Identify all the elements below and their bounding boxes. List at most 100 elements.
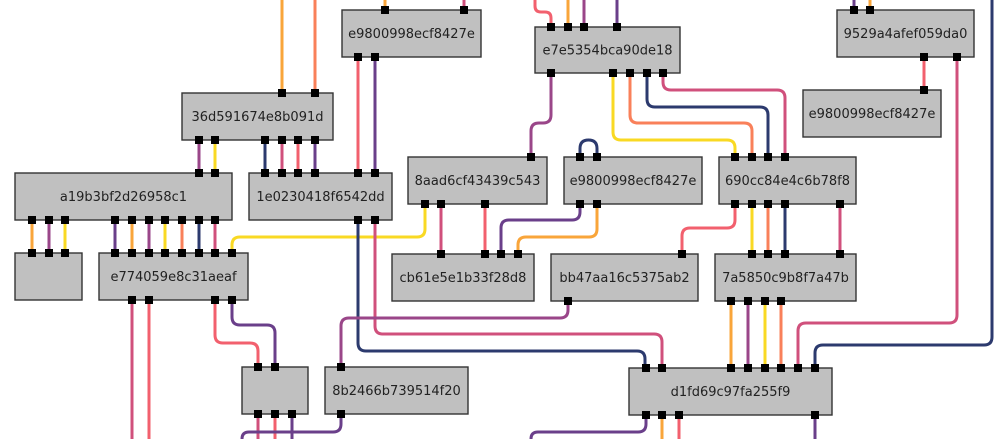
input-port[interactable] [642,364,650,372]
output-port[interactable] [744,297,752,305]
input-port[interactable] [161,249,169,257]
node-box[interactable] [241,366,309,415]
output-port[interactable] [111,216,119,224]
output-port[interactable] [294,136,302,144]
input-port[interactable] [764,153,772,161]
node-box[interactable] [391,253,535,302]
node[interactable]: 7a5850c9b8f7a47b [714,253,857,302]
input-port[interactable] [727,364,735,372]
output-port[interactable] [128,296,136,304]
output-port[interactable] [128,216,136,224]
input-port[interactable] [145,249,153,257]
output-port[interactable] [643,69,651,77]
input-port[interactable] [128,249,136,257]
edge[interactable] [240,414,343,439]
input-port[interactable] [261,169,269,177]
output-port[interactable] [145,216,153,224]
node-box[interactable] [14,252,83,301]
input-port[interactable] [777,364,785,372]
input-port[interactable] [920,86,928,94]
output-port[interactable] [371,53,379,61]
output-port[interactable] [642,411,650,419]
input-port[interactable] [28,249,36,257]
node-box[interactable] [628,367,833,416]
node[interactable]: e7e5354bca90de18 [534,26,681,74]
input-port[interactable] [658,364,666,372]
output-port[interactable] [593,200,601,208]
edge[interactable] [529,73,553,157]
output-port[interactable] [761,297,769,305]
input-port[interactable] [337,363,345,371]
output-port[interactable] [481,200,489,208]
edge[interactable] [796,57,959,368]
input-port[interactable] [195,249,203,257]
input-port[interactable] [271,363,279,371]
node[interactable]: 9529a4afef059da0 [836,9,975,58]
output-port[interactable] [178,216,186,224]
node-unlabeled[interactable] [14,252,83,301]
node[interactable]: e9800998ecf8427e [802,89,942,138]
input-port[interactable] [278,169,286,177]
output-port[interactable] [727,297,735,305]
input-port[interactable] [748,153,756,161]
node-box[interactable] [802,89,942,138]
output-port[interactable] [278,136,286,144]
input-port[interactable] [593,153,601,161]
edge[interactable] [339,300,570,367]
output-port[interactable] [288,410,296,418]
node[interactable]: d1fd69c97fa255f9 [628,367,833,416]
node-box[interactable] [563,156,703,205]
output-port[interactable] [145,296,153,304]
edge[interactable] [356,220,647,368]
input-port[interactable] [195,169,203,177]
input-port[interactable] [211,169,219,177]
node-box[interactable] [550,253,699,302]
input-port[interactable] [613,23,621,31]
input-port[interactable] [866,6,874,14]
input-port[interactable] [211,249,219,257]
input-port[interactable] [744,364,752,372]
edge[interactable] [611,73,737,157]
node-box[interactable] [407,156,548,205]
node[interactable]: 690cc84e4c6b78f8 [718,156,857,205]
input-port[interactable] [311,169,319,177]
node-box[interactable] [181,92,334,141]
input-port[interactable] [460,6,468,14]
input-port[interactable] [228,249,236,257]
edge[interactable] [213,300,260,367]
node[interactable]: e9800998ecf8427e [341,9,482,58]
node-box[interactable] [98,252,249,301]
input-port[interactable] [764,250,772,258]
input-port[interactable] [311,89,319,97]
output-port[interactable] [61,216,69,224]
edge-self-loop[interactable] [578,138,599,157]
node[interactable]: 36d591674e8b091d [181,92,334,141]
input-port[interactable] [731,153,739,161]
output-port[interactable] [953,53,961,61]
edge[interactable] [645,73,770,157]
output-port[interactable] [836,200,844,208]
input-port[interactable] [278,89,286,97]
node[interactable]: bb47aa16c5375ab2 [550,253,699,302]
node-box[interactable] [341,9,482,58]
node-box[interactable] [836,9,975,58]
output-port[interactable] [764,200,772,208]
input-port[interactable] [178,249,186,257]
input-port[interactable] [254,363,262,371]
node-box[interactable] [248,172,393,221]
output-port[interactable] [211,216,219,224]
output-port[interactable] [211,136,219,144]
output-port[interactable] [311,136,319,144]
input-port[interactable] [527,153,535,161]
node[interactable]: cb61e5e1b33f28d8 [391,253,535,302]
node-box[interactable] [714,253,857,302]
input-port[interactable] [514,250,522,258]
input-port[interactable] [547,23,555,31]
node[interactable]: e9800998ecf8427e [563,156,703,205]
input-port[interactable] [497,250,505,258]
output-port[interactable] [437,200,445,208]
node-unlabeled[interactable] [241,366,309,415]
node-box[interactable] [324,366,469,415]
input-port[interactable] [111,249,119,257]
